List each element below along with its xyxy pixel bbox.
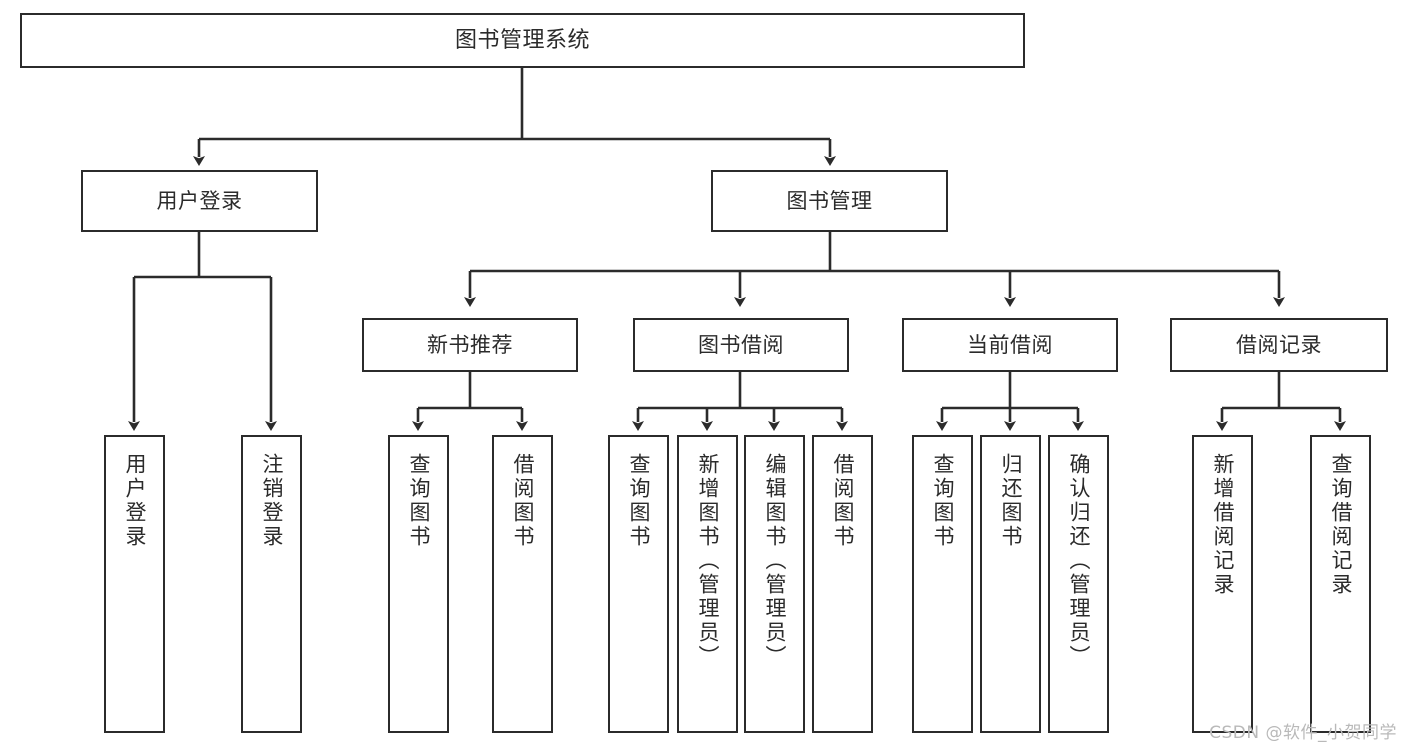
node-leaf-borrow-books-2-label: 借阅图书 bbox=[831, 453, 855, 549]
node-book-management-label: 图书管理 bbox=[786, 188, 873, 213]
node-leaf-return-book-label: 归还图书 bbox=[999, 453, 1023, 549]
node-root[interactable]: 图书管理系统 bbox=[20, 13, 1025, 68]
node-book-borrow[interactable]: 图书借阅 bbox=[633, 318, 849, 372]
node-book-borrow-label: 图书借阅 bbox=[698, 332, 784, 357]
node-new-book-recommend[interactable]: 新书推荐 bbox=[362, 318, 578, 372]
node-leaf-query-books-2[interactable]: 查询图书 bbox=[608, 435, 669, 733]
node-leaf-confirm-return[interactable]: 确认归还（管理员） bbox=[1048, 435, 1109, 733]
node-user-login[interactable]: 用户登录 bbox=[81, 170, 318, 232]
node-leaf-borrow-books-1[interactable]: 借阅图书 bbox=[492, 435, 553, 733]
node-leaf-add-book[interactable]: 新增图书（管理员） bbox=[677, 435, 738, 733]
node-leaf-add-record[interactable]: 新增借阅记录 bbox=[1192, 435, 1253, 733]
node-borrow-record-label: 借阅记录 bbox=[1236, 332, 1322, 357]
node-leaf-query-books-3-label: 查询图书 bbox=[931, 453, 955, 549]
node-book-management[interactable]: 图书管理 bbox=[711, 170, 948, 232]
node-leaf-edit-book-label: 编辑图书（管理员） bbox=[763, 453, 787, 669]
node-borrow-record[interactable]: 借阅记录 bbox=[1170, 318, 1388, 372]
node-leaf-user-login[interactable]: 用户登录 bbox=[104, 435, 165, 733]
node-leaf-user-login-label: 用户登录 bbox=[123, 453, 147, 549]
node-leaf-query-record[interactable]: 查询借阅记录 bbox=[1310, 435, 1371, 733]
node-leaf-add-record-label: 新增借阅记录 bbox=[1211, 453, 1235, 597]
node-current-borrow[interactable]: 当前借阅 bbox=[902, 318, 1118, 372]
node-leaf-query-books-1[interactable]: 查询图书 bbox=[388, 435, 449, 733]
node-user-login-label: 用户登录 bbox=[156, 188, 243, 213]
node-leaf-query-books-1-label: 查询图书 bbox=[407, 453, 431, 549]
node-leaf-borrow-books-1-label: 借阅图书 bbox=[511, 453, 535, 549]
node-root-label: 图书管理系统 bbox=[454, 27, 590, 53]
node-leaf-query-record-label: 查询借阅记录 bbox=[1329, 453, 1353, 597]
node-leaf-add-book-label: 新增图书（管理员） bbox=[696, 453, 720, 669]
node-leaf-return-book[interactable]: 归还图书 bbox=[980, 435, 1041, 733]
node-leaf-query-books-3[interactable]: 查询图书 bbox=[912, 435, 973, 733]
node-current-borrow-label: 当前借阅 bbox=[967, 332, 1053, 357]
node-leaf-confirm-return-label: 确认归还（管理员） bbox=[1067, 453, 1091, 669]
node-leaf-query-books-2-label: 查询图书 bbox=[627, 453, 651, 549]
node-leaf-logout[interactable]: 注销登录 bbox=[241, 435, 302, 733]
node-new-book-recommend-label: 新书推荐 bbox=[427, 332, 513, 357]
node-leaf-edit-book[interactable]: 编辑图书（管理员） bbox=[744, 435, 805, 733]
node-leaf-borrow-books-2[interactable]: 借阅图书 bbox=[812, 435, 873, 733]
node-leaf-logout-label: 注销登录 bbox=[260, 453, 284, 549]
